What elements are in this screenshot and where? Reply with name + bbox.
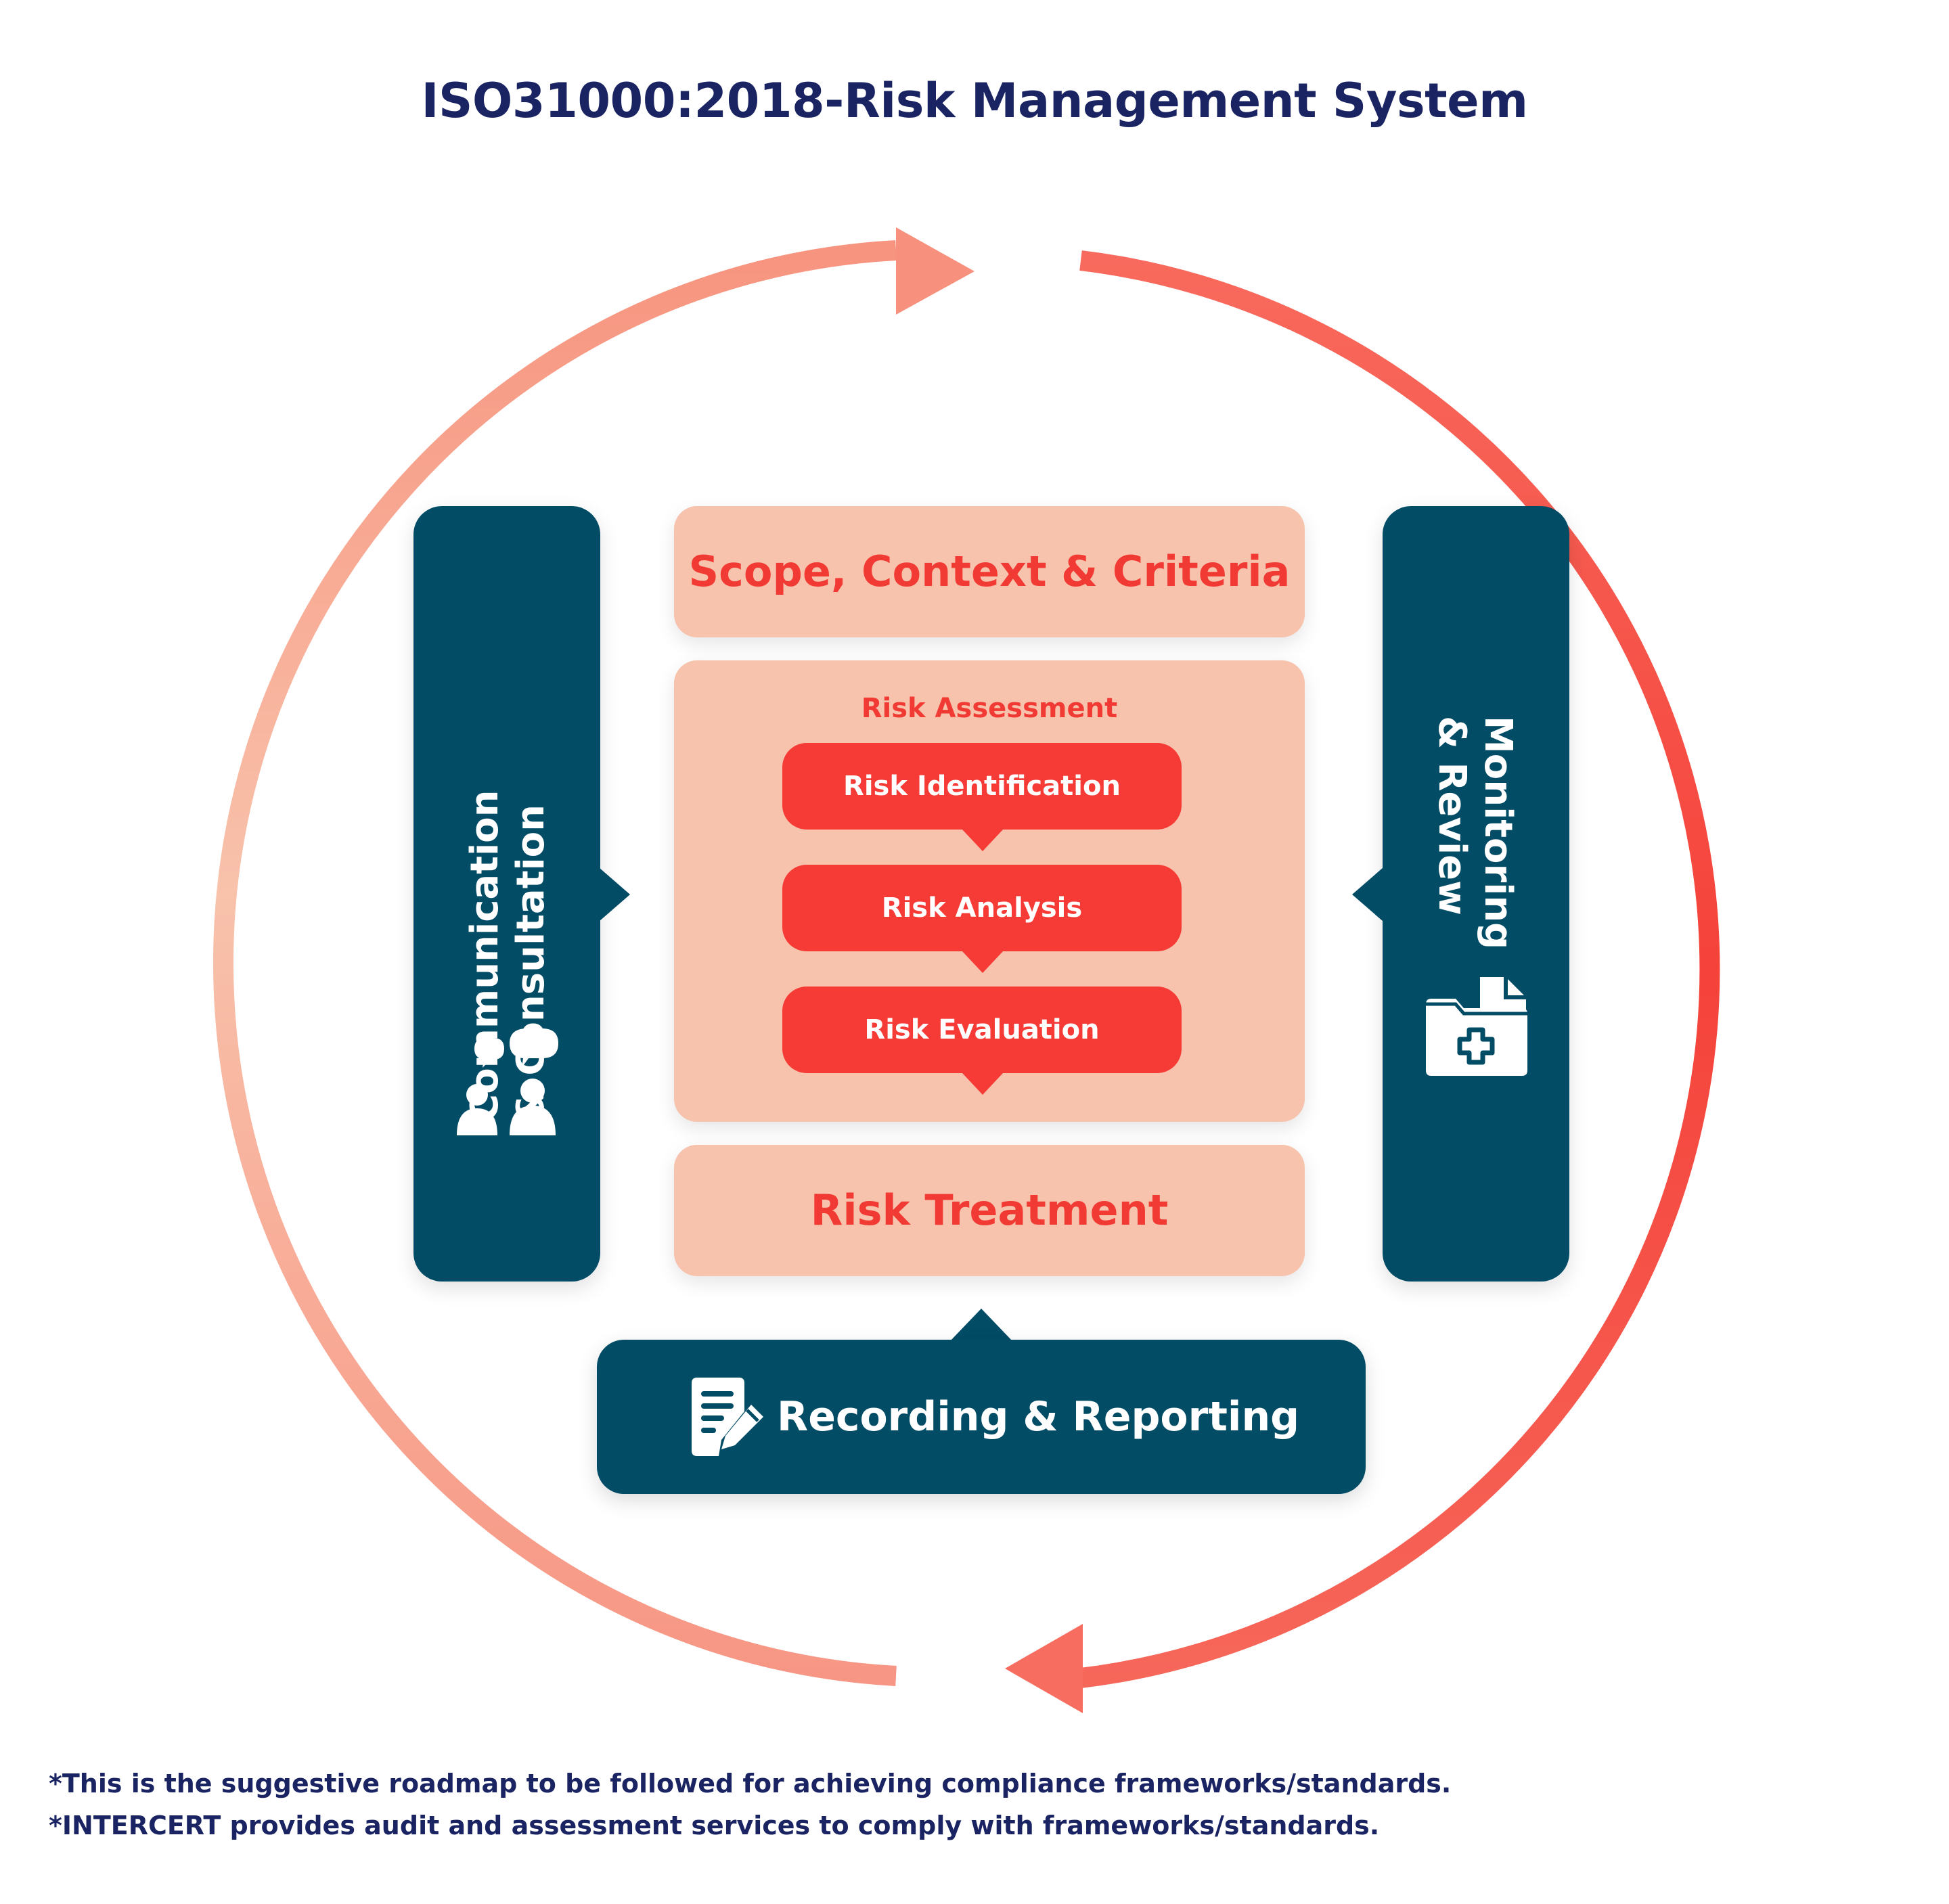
risk-assessment-heading: Risk Assessment (861, 693, 1118, 724)
monitoring-review-label: Monitoring & Review (1429, 716, 1521, 949)
people-chat-icon (457, 1028, 558, 1135)
risk-evaluation-pointer (962, 1073, 1003, 1095)
document-edit-icon (692, 1378, 763, 1456)
risk-analysis-step: Risk Analysis (782, 865, 1182, 973)
risk-analysis-label: Risk Analysis (881, 892, 1083, 924)
left-panel-pointer (599, 867, 630, 922)
monitoring-label-line1: Monitoring (1476, 716, 1520, 950)
scope-context-criteria-label: Scope, Context & Criteria (688, 547, 1291, 596)
recording-reporting-label: Recording & Reporting (777, 1393, 1300, 1441)
monitoring-review-panel: Monitoring & Review (1383, 506, 1569, 1282)
right-cycle-arc (1079, 250, 1720, 1688)
scope-context-criteria-box: Scope, Context & Criteria (674, 506, 1305, 637)
page-title: ISO31000:2018-Risk Management System (421, 73, 1528, 129)
risk-identification-step: Risk Identification (782, 743, 1182, 851)
recording-pointer (950, 1309, 1012, 1341)
risk-evaluation-step: Risk Evaluation (782, 987, 1182, 1095)
risk-evaluation-label: Risk Evaluation (864, 1014, 1100, 1045)
monitoring-label-line2: & Review (1430, 716, 1474, 915)
medical-folder-icon (1426, 977, 1527, 1076)
top-arrowhead (896, 227, 974, 315)
risk-treatment-box: Risk Treatment (674, 1145, 1305, 1276)
footnote-2: *INTERCERT provides audit and assessment… (49, 1811, 1380, 1840)
right-panel-pointer (1352, 867, 1383, 922)
left-cycle-arc (213, 240, 897, 1686)
communication-consultation-panel: Communication & Consultation (413, 506, 600, 1282)
risk-identification-label: Risk Identification (843, 771, 1121, 802)
risk-treatment-label: Risk Treatment (810, 1185, 1169, 1235)
footnote-1: *This is the suggestive roadmap to be fo… (49, 1769, 1452, 1798)
risk-identification-pointer (962, 830, 1003, 851)
recording-reporting-box: Recording & Reporting (597, 1340, 1366, 1494)
risk-analysis-pointer (962, 951, 1003, 973)
bottom-arrowhead (1005, 1624, 1083, 1713)
